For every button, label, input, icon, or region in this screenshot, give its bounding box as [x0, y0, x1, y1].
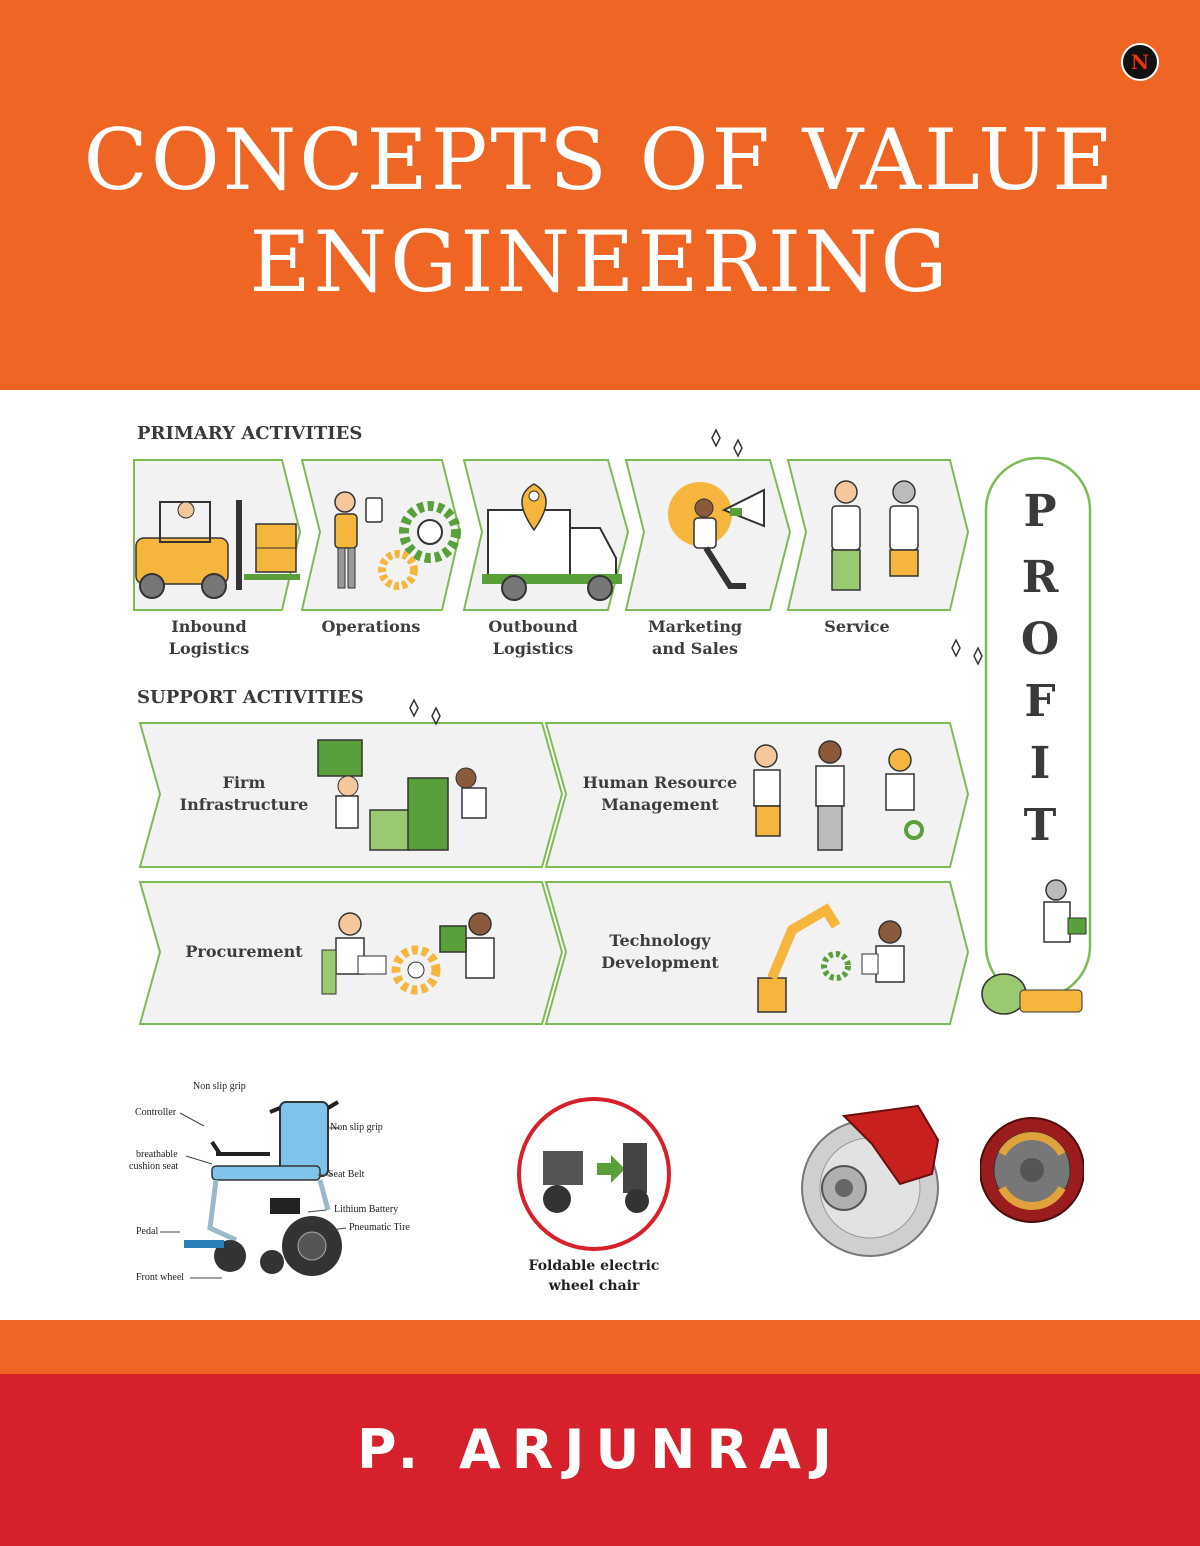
wheelchair-label-breathable: breathable — [136, 1149, 178, 1160]
wheelchair-label-pedal: Pedal — [136, 1226, 159, 1237]
wheelchair-label-non-slip-grip: Non slip grip — [330, 1122, 383, 1133]
profit-letter-r: R — [1021, 552, 1059, 603]
robot-arm-icon — [757, 903, 905, 1013]
megaphone-icon — [668, 428, 765, 589]
value-chain-illustration — [133, 428, 1092, 1025]
gears-icon — [334, 491, 461, 590]
profit-letter-t: T — [1023, 800, 1057, 851]
gears-worker-icon — [321, 912, 495, 995]
publisher-logo: N — [1121, 43, 1159, 81]
bottom-orange-band — [0, 1320, 1200, 1374]
author-name: P. ARJUNRAJ — [357, 1418, 843, 1481]
wheelchair-label-front-wheel: Front wheel — [136, 1272, 185, 1283]
activity-operations: Operations — [321, 617, 421, 636]
wheelchair-label-lithium-battery: Lithium Battery — [334, 1204, 399, 1215]
disc-brake-image — [801, 1104, 940, 1257]
profit-figure-icon — [981, 879, 1087, 1015]
wheelchair-label-controller: Controller — [135, 1107, 177, 1118]
annotation-arrows — [160, 1112, 347, 1279]
primary-activities-heading: PRIMARY ACTIVITIES — [137, 423, 363, 444]
profit-letter-i: I — [1029, 738, 1051, 789]
wheelchair-label-seat-belt: Seat Belt — [328, 1169, 365, 1180]
activity-service: Service — [824, 617, 890, 636]
wheelchair-label-non-slip-grip-top: Non slip grip — [193, 1081, 246, 1092]
wheelchair-label-cushion-seat: cushion seat — [129, 1161, 179, 1172]
activity-procurement: Procurement — [185, 942, 303, 961]
profit-pillar — [984, 456, 1092, 1000]
support-activities-heading: SUPPORT ACTIVITIES — [137, 687, 364, 708]
handshake-icon — [753, 740, 924, 851]
profit-letter-o: O — [1020, 614, 1060, 665]
drum-brake-image — [980, 1117, 1084, 1223]
forklift-icon — [135, 500, 300, 599]
customer-service-icon — [831, 480, 919, 591]
foldable-wheelchair-badge — [517, 1097, 671, 1251]
profit-letter-p: P — [1023, 486, 1057, 537]
wheelchair-label-pneumatic-tire: Pneumatic Tire — [349, 1222, 410, 1233]
wheelchair-diagram — [160, 1100, 347, 1279]
puzzle-icon — [317, 739, 487, 851]
book-title-line-2: ENGINEERING — [249, 213, 951, 311]
delivery-truck-icon — [482, 483, 622, 601]
profit-letter-f: F — [1024, 676, 1056, 727]
author-band — [0, 1374, 1200, 1546]
title-band — [0, 0, 1200, 390]
book-title-line-1: CONCEPTS OF VALUE — [83, 111, 1117, 209]
sparkle-icon — [409, 638, 983, 726]
